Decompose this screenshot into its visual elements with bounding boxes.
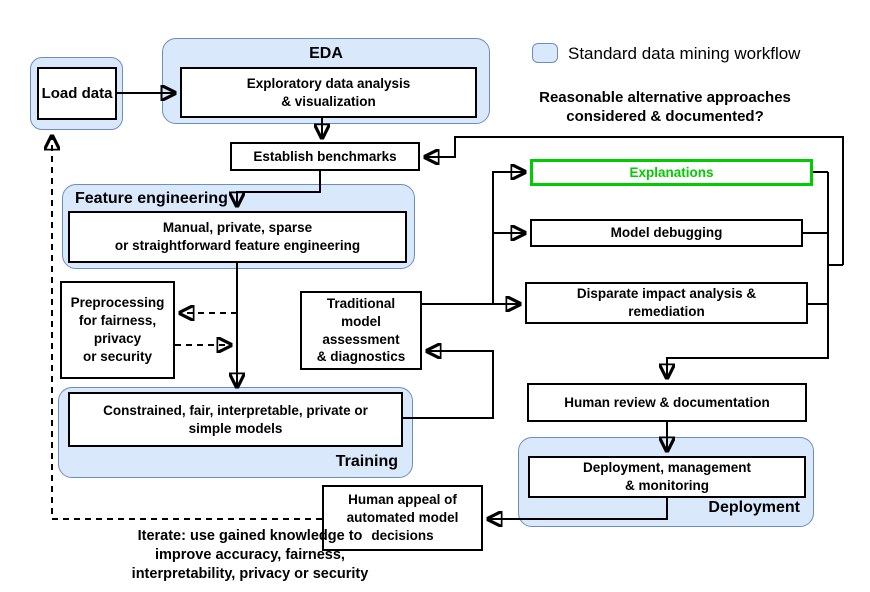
node-establish-benchmarks: Establish benchmarks: [230, 142, 420, 171]
node-feature-engineering: Manual, private, sparse or straightforwa…: [68, 211, 407, 263]
node-disparate-impact: Disparate impact analysis & remediation: [525, 282, 808, 324]
iterate-note: Iterate: use gained knowledge to improve…: [131, 528, 369, 582]
eda-group-title: EDA: [309, 45, 343, 62]
node-load-data: Load data: [37, 67, 117, 120]
legend-swatch-icon: [532, 43, 558, 63]
arrow-collector-to-human-review: [667, 172, 829, 378]
node-eda: Exploratory data analysis & visualizatio…: [180, 67, 477, 118]
feature-engineering-group-title: Feature engineering: [75, 190, 228, 207]
training-group-title: Training: [335, 453, 398, 470]
line-right-collector-stubs: [803, 171, 843, 305]
feedback-question: Reasonable alternative approaches consid…: [539, 89, 791, 125]
node-human-review: Human review & documentation: [527, 383, 807, 422]
deployment-group-title: Deployment: [708, 499, 800, 516]
node-constrained-models: Constrained, fair, interpretable, privat…: [68, 392, 403, 447]
node-preprocessing: Preprocessing for fairness, privacy or s…: [60, 281, 175, 379]
node-human-appeal: Human appeal of automated model decision…: [322, 485, 483, 551]
node-explanations: Explanations: [530, 159, 813, 186]
arrow-assessment-to-explanations: [422, 172, 525, 305]
node-traditional-assessment: Traditional model assessment & diagnosti…: [300, 291, 422, 370]
node-deployment: Deployment, management & monitoring: [528, 456, 806, 498]
node-model-debugging: Model debugging: [530, 219, 803, 247]
legend-label: Standard data mining workflow: [568, 44, 801, 63]
